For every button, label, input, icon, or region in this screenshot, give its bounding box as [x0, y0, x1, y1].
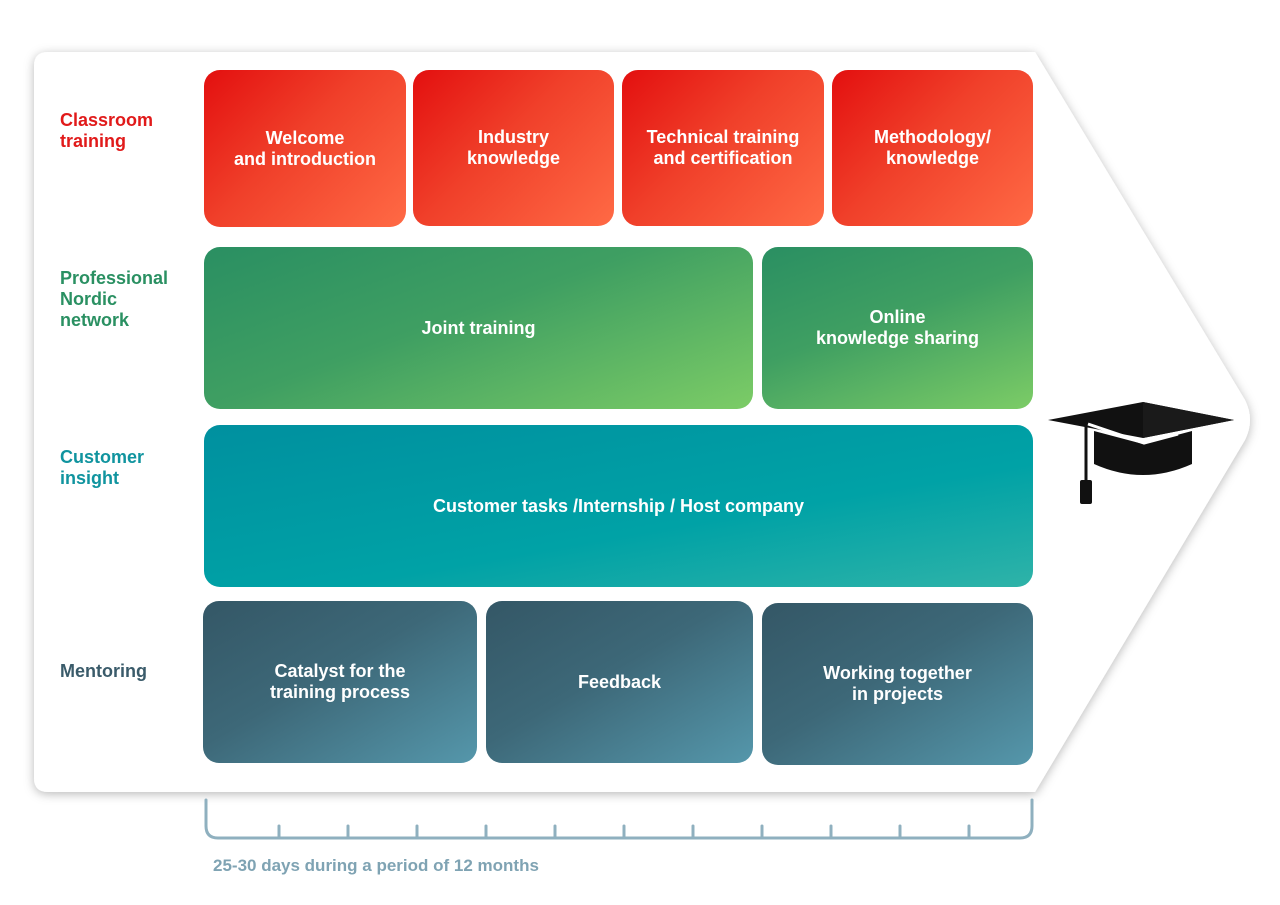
row-label-customer-insight: Customer insight: [60, 447, 145, 488]
box-welcome-and-introduction: Welcome and introduction: [204, 70, 406, 227]
graduation-cap-icon: [1048, 402, 1234, 504]
row-label-mentoring: Mentoring: [60, 661, 147, 681]
box-customer-tasks-internship-host-company: Customer tasks /Internship / Host compan…: [204, 425, 1033, 587]
box-working-together-in-projects: Working together in projects: [762, 603, 1033, 765]
box-joint-training: Joint training: [204, 247, 753, 409]
box-online-knowledge-sharing: Online knowledge sharing: [762, 247, 1033, 409]
box-industry-knowledge: Industry knowledge: [413, 70, 614, 226]
box-feedback: Feedback: [486, 601, 753, 763]
row-label-classroom-training: Classroom training: [60, 110, 154, 151]
timeline-label: 25-30 days during a period of 12 months: [213, 856, 539, 875]
row-label-professional-nordic-network: Professional Nordic network: [60, 268, 169, 330]
box-technical-training-and-certification: Technical training and certification: [622, 70, 824, 226]
box-catalyst-for-the-training-process: Catalyst for the training process: [203, 601, 477, 763]
box-methodology-knowledge: Methodology/ knowledge: [832, 70, 1033, 226]
